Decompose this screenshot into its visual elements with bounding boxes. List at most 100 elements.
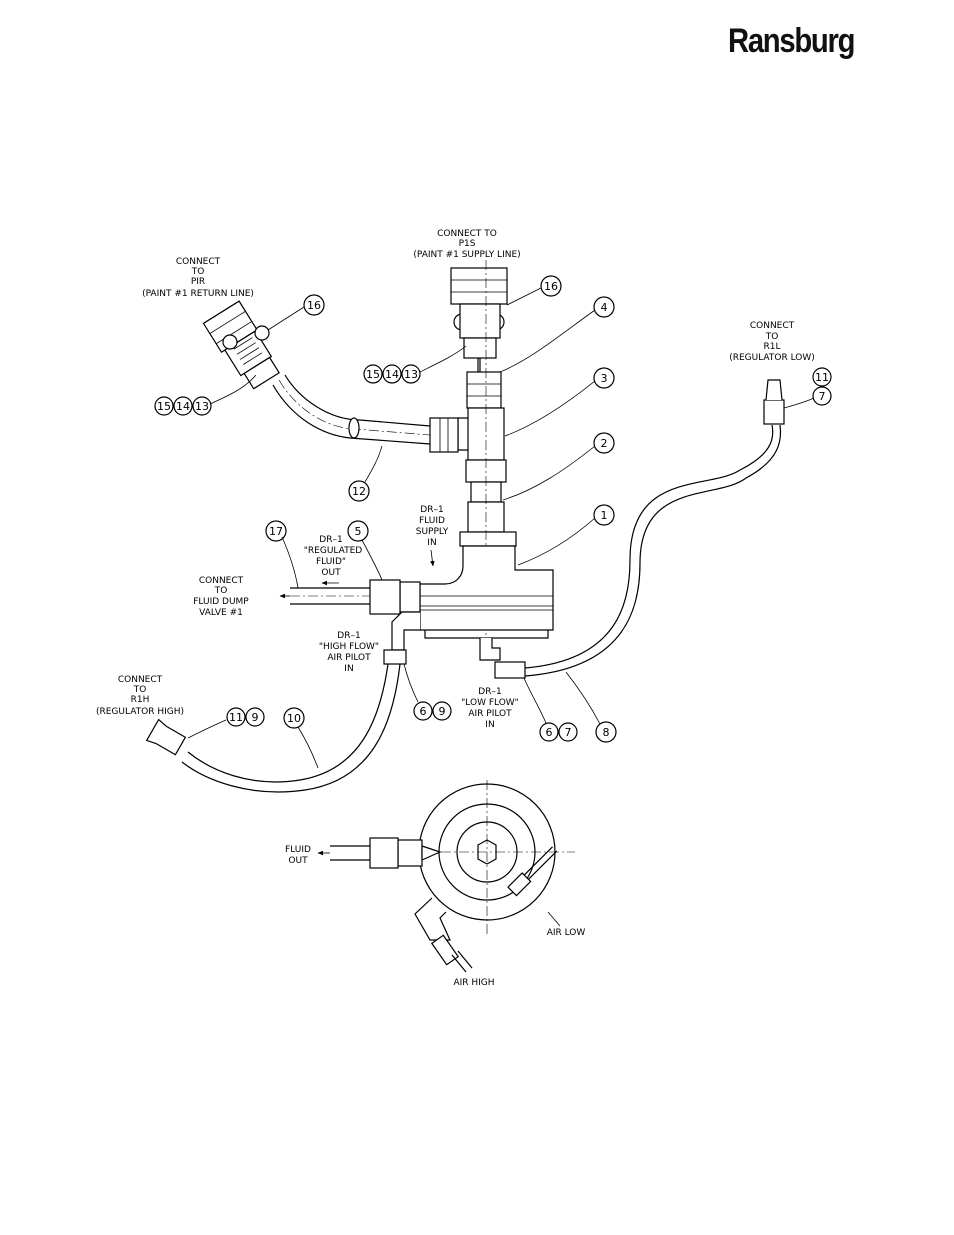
regulator-bottom-view [317,780,575,973]
callout-3: 3 [504,367,615,437]
svg-text:9: 9 [252,711,259,724]
svg-text:1: 1 [601,509,608,522]
return-hose [272,374,459,453]
label-fluid-out: FLUID OUT [285,845,311,866]
label-connect-pir: CONNECT TO PIR (PAINT #1 RETURN LINE) [142,257,254,299]
ransburg-logo: Ransburg [728,22,855,60]
svg-text:10: 10 [287,712,301,725]
svg-text:IN: IN [485,720,494,730]
svg-text:"REGULATED: "REGULATED [304,546,363,556]
callout-5: 5 [347,520,383,581]
svg-text:PIR: PIR [191,277,205,287]
svg-text:7: 7 [565,726,572,739]
svg-text:FLUID: FLUID [419,516,445,526]
svg-text:12: 12 [352,485,366,498]
svg-text:6: 6 [546,726,553,739]
label-regulated-fluid-out: DR–1 "REGULATED FLUID" OUT [304,535,363,586]
callout-2: 2 [502,432,615,501]
svg-text:TO: TO [214,586,228,596]
svg-text:11: 11 [229,711,243,724]
svg-text:CONNECT: CONNECT [750,321,795,331]
callout-group-11-9: 11 9 [187,707,265,739]
svg-text:16: 16 [544,280,558,293]
svg-text:IN: IN [344,664,353,674]
svg-text:AIR PILOT: AIR PILOT [468,709,512,719]
callout-16-top: 16 [506,275,562,306]
svg-text:15: 15 [157,400,171,413]
svg-text:CONNECT: CONNECT [199,576,244,586]
label-high-flow-air-pilot: DR–1 "HIGH FLOW" AIR PILOT IN [319,631,379,674]
svg-text:8: 8 [603,726,610,739]
svg-text:7: 7 [819,390,826,403]
svg-text:17: 17 [269,525,283,538]
svg-text:TO: TO [133,685,147,695]
label-connect-r1l: CONNECT TO R1L (REGULATOR LOW) [729,321,815,363]
svg-text:TO: TO [765,332,779,342]
svg-text:(PAINT #1 SUPPLY LINE): (PAINT #1 SUPPLY LINE) [413,250,520,260]
svg-text:13: 13 [195,400,209,413]
low-flow-tube [524,379,785,677]
return-fitting-assembly [202,300,280,390]
svg-text:(REGULATOR LOW): (REGULATOR LOW) [729,353,815,363]
svg-text:5: 5 [355,525,362,538]
svg-text:4: 4 [601,301,608,314]
callout-17: 17 [265,520,299,589]
high-flow-tube [145,663,401,793]
svg-text:SUPPLY: SUPPLY [416,527,449,537]
svg-text:OUT: OUT [321,568,341,578]
callout-12: 12 [348,445,383,502]
supply-fitting-assembly [450,260,517,650]
label-fluid-supply-in: DR–1 FLUID SUPPLY IN [416,505,449,567]
callout-group-11-7: 11 7 [783,367,832,409]
callout-8: 8 [565,671,617,743]
svg-text:FLUID": FLUID" [316,557,346,567]
svg-text:FLUID DUMP: FLUID DUMP [193,597,249,607]
svg-text:2: 2 [601,437,608,450]
svg-text:R1L: R1L [764,342,781,352]
svg-text:14: 14 [176,400,190,413]
svg-text:OUT: OUT [288,856,308,866]
callout-group-6-7: 6 7 [523,677,578,742]
svg-text:TO: TO [191,267,205,277]
svg-text:P1S: P1S [459,239,476,249]
svg-text:(PAINT #1 RETURN LINE): (PAINT #1 RETURN LINE) [142,289,254,299]
svg-text:AIR PILOT: AIR PILOT [327,653,371,663]
label-air-high: AIR HIGH [453,978,494,988]
regulator-body [279,545,554,679]
svg-text:9: 9 [439,705,446,718]
label-air-low: AIR LOW [547,928,586,938]
label-low-flow-air-pilot: DR–1 "LOW FLOW" AIR PILOT IN [461,687,519,730]
callout-10: 10 [283,707,319,769]
svg-text:FLUID: FLUID [285,845,311,855]
callout-group-15-14-13-right: 15 14 13 [363,345,467,384]
callout-1: 1 [517,504,615,566]
svg-text:R1H: R1H [131,695,150,705]
svg-text:3: 3 [601,372,608,385]
svg-text:DR–1: DR–1 [420,505,443,515]
svg-text:CONNECT TO: CONNECT TO [437,229,497,239]
svg-text:DR–1: DR–1 [337,631,360,641]
svg-text:CONNECT: CONNECT [176,257,221,267]
callout-4: 4 [499,296,615,373]
svg-text:VALVE #1: VALVE #1 [199,608,243,618]
svg-text:6: 6 [420,705,427,718]
svg-text:CONNECT: CONNECT [118,675,163,685]
svg-text:15: 15 [366,368,380,381]
svg-text:DR–1: DR–1 [478,687,501,697]
svg-text:"LOW FLOW": "LOW FLOW" [461,698,519,708]
svg-text:DR–1: DR–1 [319,535,342,545]
label-connect-dump: CONNECT TO FLUID DUMP VALVE #1 [193,576,249,618]
label-connect-r1h: CONNECT TO R1H (REGULATOR HIGH) [96,675,184,717]
callout-16-left: 16 [267,294,325,331]
callout-group-15-14-13-left: 15 14 13 [154,374,257,416]
svg-text:14: 14 [385,368,399,381]
label-connect-p1s: CONNECT TO P1S (PAINT #1 SUPPLY LINE) [413,229,520,260]
callout-group-6-9: 6 9 [403,663,452,721]
svg-text:11: 11 [815,371,829,384]
svg-text:(REGULATOR HIGH): (REGULATOR HIGH) [96,707,184,717]
svg-text:"HIGH FLOW": "HIGH FLOW" [319,642,379,652]
svg-text:13: 13 [404,368,418,381]
svg-text:16: 16 [307,299,321,312]
svg-text:IN: IN [427,538,436,548]
